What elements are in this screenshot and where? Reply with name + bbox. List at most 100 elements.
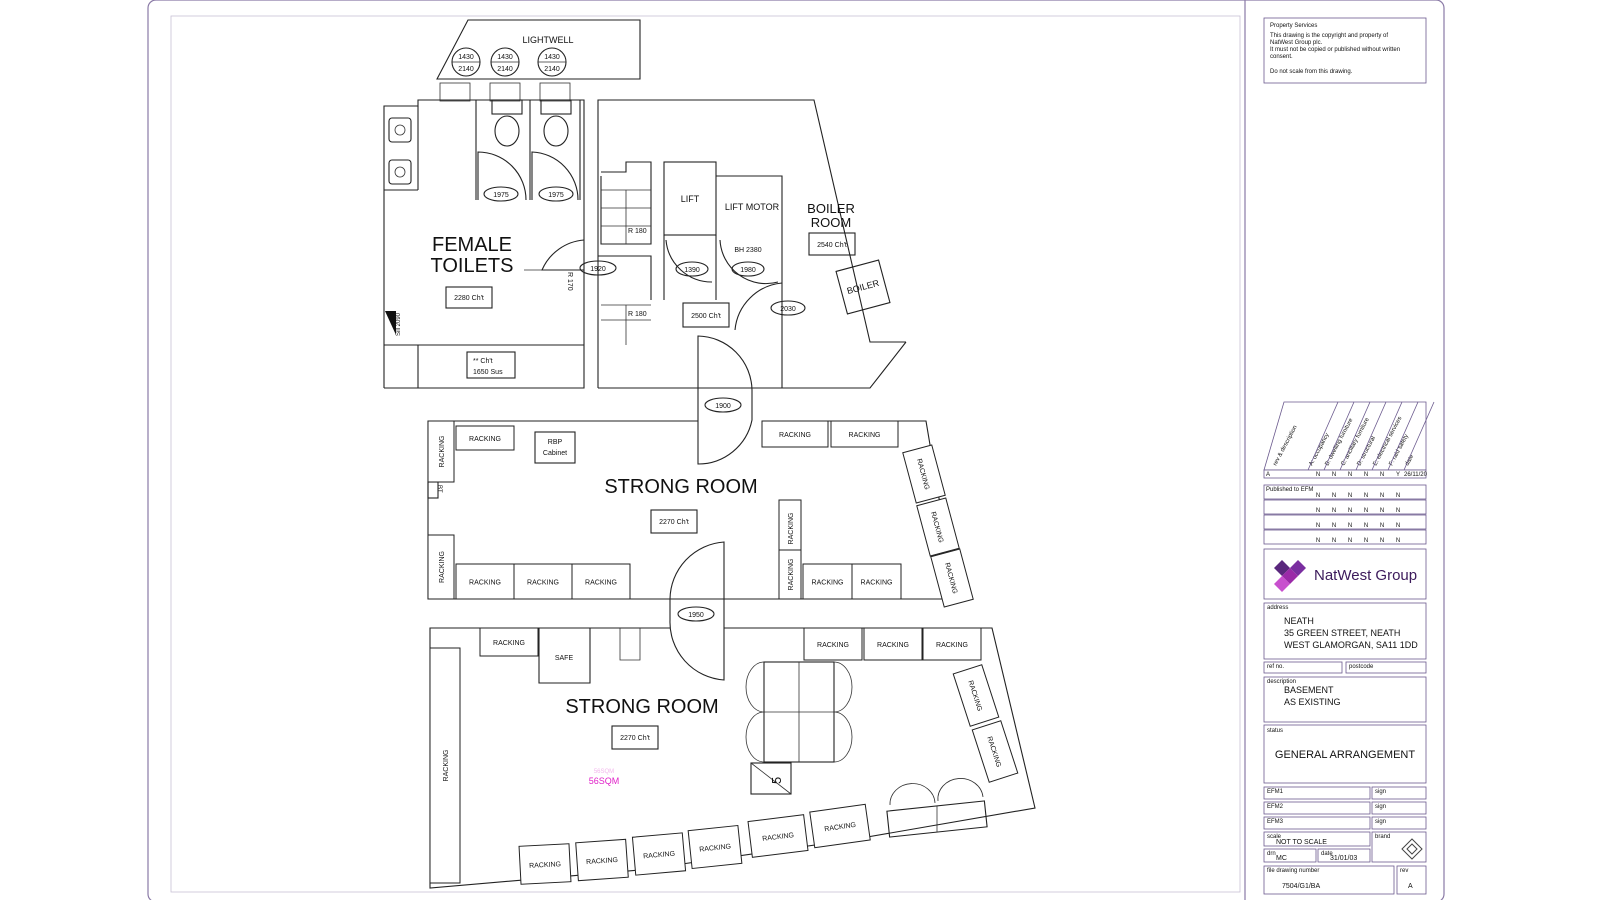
corridor-door-swing xyxy=(541,239,585,271)
strong-room-2: STRONG ROOM 2270 Ch't SAFE 56SQM 56SQM 5 xyxy=(429,627,1036,889)
svg-text:AS EXISTING: AS EXISTING xyxy=(1284,697,1341,707)
svg-text:EFM1: EFM1 xyxy=(1267,789,1284,795)
area-ghost-label: 56SQM xyxy=(594,769,614,775)
racking-unit: RACKING xyxy=(922,627,982,661)
racking-label: RACKING xyxy=(493,640,525,647)
svg-text:N: N xyxy=(1332,523,1336,529)
svg-text:N: N xyxy=(1316,538,1320,544)
racking-unit: RACKING xyxy=(513,563,573,600)
drawing-number-panel xyxy=(1263,865,1395,895)
stair-rise-label: R 170 xyxy=(566,272,573,291)
upper-door: 1900 xyxy=(697,335,753,465)
racking-unit: RACKING xyxy=(902,444,946,504)
cubicle-door-swing xyxy=(531,151,579,201)
svg-text:N: N xyxy=(1364,472,1368,478)
svg-text:status: status xyxy=(1267,728,1283,734)
title-block: Property Services This drawing is the co… xyxy=(1263,17,1435,895)
lift-label: LIFT xyxy=(681,194,700,204)
racking-unit: RACKING xyxy=(916,497,960,557)
stair-rise-label: R 180 xyxy=(628,228,647,235)
strong-room-2-label: STRONG ROOM xyxy=(565,696,718,718)
racking-label: RACKING xyxy=(586,857,618,866)
step-label: 5 xyxy=(769,777,784,784)
racking-label: RACKING xyxy=(643,851,675,861)
svg-text:Do not scale from this drawing: Do not scale from this drawing. xyxy=(1270,69,1353,75)
racking-unit: RACKING xyxy=(455,563,515,600)
racking-unit: RACKING xyxy=(518,843,572,885)
ceiling-height-label: ** Ch't xyxy=(473,358,493,365)
svg-text:N: N xyxy=(1380,538,1384,544)
brand-name: NatWest Group xyxy=(1314,567,1417,584)
basin-icon xyxy=(388,159,412,185)
svg-text:sign: sign xyxy=(1375,819,1386,825)
lift-motor-label: LIFT MOTOR xyxy=(725,202,780,212)
lightwell-window-1: 1430 2140 xyxy=(451,47,481,77)
svg-text:N: N xyxy=(1380,472,1384,478)
boiler-room-label: ROOM xyxy=(811,215,851,230)
svg-text:WEST GLAMORGAN, SA11 1DD: WEST GLAMORGAN, SA11 1DD xyxy=(1284,640,1418,650)
strong-room-1: STRONG ROOM 2270 Ch't RBP Cabinet BT xyxy=(427,420,957,600)
sill-marker-icon xyxy=(385,311,396,335)
boiler-icon xyxy=(835,259,891,315)
racking-unit: RACKING xyxy=(455,425,515,451)
svg-text:1430: 1430 xyxy=(497,54,513,61)
ceiling-height-label: 2540 Ch't xyxy=(817,242,847,249)
door-width-label: 1975 xyxy=(548,192,564,199)
racking-unit: RACKING xyxy=(479,627,539,657)
svg-text:file drawing number: file drawing number xyxy=(1267,868,1319,874)
svg-text:sign: sign xyxy=(1375,804,1386,810)
svg-text:35 GREEN STREET, NEATH: 35 GREEN STREET, NEATH xyxy=(1284,628,1400,638)
racking-unit: RACKING xyxy=(863,627,923,661)
female-toilets-room: 1975 1975 FEMALE TOILETS 2280 Ch't ** Ch… xyxy=(383,99,585,389)
racking-unit: RACKING xyxy=(803,627,863,661)
svg-text:N: N xyxy=(1348,508,1352,514)
racking-label: RACKING xyxy=(439,551,446,583)
svg-text:N: N xyxy=(1348,538,1352,544)
racking-unit: RACKING xyxy=(851,563,902,600)
door-width-label: 1920 xyxy=(590,266,606,273)
racking-label: RACKING xyxy=(439,436,446,468)
status-value: GENERAL ARRANGEMENT xyxy=(1275,749,1415,761)
svg-text:N: N xyxy=(1380,523,1384,529)
svg-text:MC: MC xyxy=(1276,855,1287,862)
svg-text:N: N xyxy=(1396,538,1400,544)
svg-text:rev: rev xyxy=(1400,868,1408,874)
svg-text:description: description xyxy=(1267,679,1296,685)
bt-label: BT xyxy=(436,485,442,493)
svg-text:EFM3: EFM3 xyxy=(1267,819,1284,825)
svg-text:A: A xyxy=(1266,472,1270,478)
svg-text:N: N xyxy=(1316,508,1320,514)
door-width-label: 2030 xyxy=(780,306,796,313)
svg-text:postcode: postcode xyxy=(1349,664,1374,670)
svg-text:N: N xyxy=(1364,523,1368,529)
racking-label: RACKING xyxy=(817,642,849,649)
cabinet-door-swing xyxy=(745,661,853,763)
svg-text:N: N xyxy=(1348,523,1352,529)
racking-unit: RACKING xyxy=(571,563,631,600)
svg-text:31/01/03: 31/01/03 xyxy=(1330,855,1357,862)
ceiling-height-label: 2270 Ch't xyxy=(620,735,650,742)
natwest-mark-icon xyxy=(1401,838,1423,860)
ceiling-height-label: 2280 Ch't xyxy=(454,295,484,302)
lift-area: LIFT LIFT MOTOR BH 2380 1390 1980 2500 C… xyxy=(663,161,783,328)
svg-text:N: N xyxy=(1332,493,1336,499)
svg-text:Y: Y xyxy=(1396,472,1400,478)
door-width-label: 1390 xyxy=(684,267,700,274)
racking-unit: RACKING xyxy=(761,420,829,448)
racking-unit: RACKING xyxy=(747,814,809,858)
racking-label: RACKING xyxy=(699,843,731,853)
svg-text:EFM2: EFM2 xyxy=(1267,804,1284,810)
racking-unit: RACKING xyxy=(778,549,802,600)
racking-label: RACKING xyxy=(779,432,811,439)
lightwell-window-3: 1430 2140 xyxy=(537,47,567,77)
description-panel xyxy=(1263,676,1427,723)
boiler-label: BOILER xyxy=(846,278,881,296)
natwest-logo-icon xyxy=(1274,560,1306,592)
door-width-label: 1980 xyxy=(740,267,756,274)
rbp-cabinet-label: RBP xyxy=(548,439,563,446)
svg-text:2140: 2140 xyxy=(458,66,474,73)
